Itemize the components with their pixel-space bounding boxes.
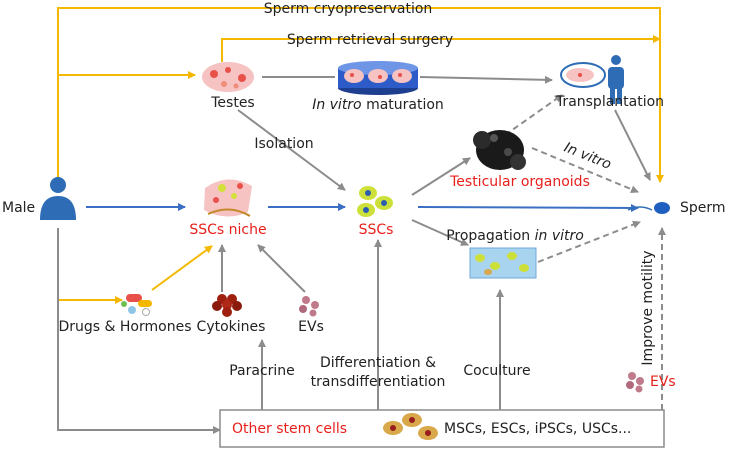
arrow-sscs-propagation (411, 219, 469, 246)
sperm-icon (627, 202, 670, 214)
label-transplantation: Transplantation (555, 94, 664, 110)
vesicles-icon (299, 296, 319, 317)
pills-icon (121, 294, 152, 316)
label-testicular-organoids: Testicular organoids (449, 174, 590, 190)
label-sscs: SSCs (359, 222, 394, 238)
gray-arrows (57, 75, 651, 434)
label-isolation: Isolation (254, 136, 313, 152)
label-testes: Testes (210, 95, 254, 111)
label-sperm-cryopreservation: Sperm cryopreservation (264, 1, 433, 17)
label-improve-motility: Improve motility (640, 250, 656, 365)
label-differentiation-line1: Differentiation & (320, 355, 436, 371)
label-in-vitro-arrow: In vitro (562, 140, 614, 173)
label-propagation: Propagation (446, 228, 534, 244)
arrow-transplant-sperm (614, 109, 651, 181)
arrow-propagation-sperm (537, 220, 641, 263)
arrow-sscs-sperm (417, 203, 639, 212)
arrow-male-bottom (57, 228, 221, 434)
label-maturation: maturation (362, 97, 444, 113)
arrow-organoids-transplant (504, 94, 563, 136)
label-other-stem-cells: Other stem cells (232, 421, 347, 437)
label-differentiation-line2: transdifferentiation (311, 374, 446, 390)
blue-arrows (86, 203, 639, 212)
arrow-evs-niche (257, 244, 306, 293)
label-male: Male (2, 200, 35, 216)
testes-tissue-icon (202, 62, 254, 92)
label-evs: EVs (298, 319, 324, 335)
label-drugs-hormones: Drugs & Hormones (59, 319, 192, 335)
person-icon (40, 177, 76, 220)
arrow-testes-sscs (237, 109, 346, 191)
label-in-vitro-italic: In vitro (312, 97, 361, 113)
arrow-organoids-sperm (531, 147, 639, 194)
label-sscs-niche: SSCs niche (189, 222, 266, 238)
label-in-vitro-maturation: In vitro maturation (312, 97, 444, 113)
other-stem-cells-box (219, 409, 665, 448)
culture-dish-icon (338, 61, 418, 95)
culture-flask-icon (469, 247, 537, 279)
dashed-arrows (504, 94, 666, 410)
label-sperm: Sperm (680, 200, 726, 216)
yellow-arrows (57, 7, 664, 304)
arrow-dish-transplant (419, 75, 553, 84)
arrow-drugs-niche (151, 245, 213, 291)
label-evs-red: EVs (650, 374, 676, 390)
ev-red-vesicles-icon (626, 372, 644, 393)
ssc-cells-icon (357, 186, 393, 217)
label-coculture: Coculture (463, 363, 530, 379)
organoid-icon (473, 130, 526, 170)
label-propagation-italic: in vitro (535, 228, 584, 244)
label-sperm-retrieval-surgery: Sperm retrieval surgery (287, 32, 453, 48)
arrow-retrieval-surgery (221, 35, 661, 62)
niche-tissue-icon (204, 179, 252, 217)
label-paracrine: Paracrine (229, 363, 295, 379)
label-cytokines: Cytokines (197, 319, 266, 335)
label-stem-cell-types: MSCs, ESCs, iPSCs, USCs... (444, 421, 631, 437)
arrow-sscs-organoids (411, 157, 471, 196)
stem-cells-icon (383, 413, 438, 440)
cytokines-icon (212, 294, 242, 317)
arrow-cryopreservation (57, 7, 664, 183)
label-propagation-in-vitro: Propagation in vitro (446, 228, 584, 244)
transplantation-icon (560, 55, 624, 104)
